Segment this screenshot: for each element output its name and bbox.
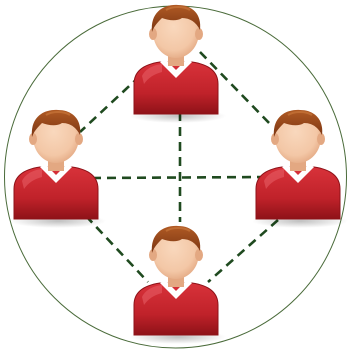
connector-left-bottom — [86, 216, 148, 282]
person-bottom-person-icon — [130, 226, 226, 344]
connector-right-bottom — [208, 220, 278, 282]
connector-top-left — [80, 76, 140, 132]
person-right-person-icon — [252, 110, 348, 228]
person-left-person-icon — [10, 110, 106, 228]
